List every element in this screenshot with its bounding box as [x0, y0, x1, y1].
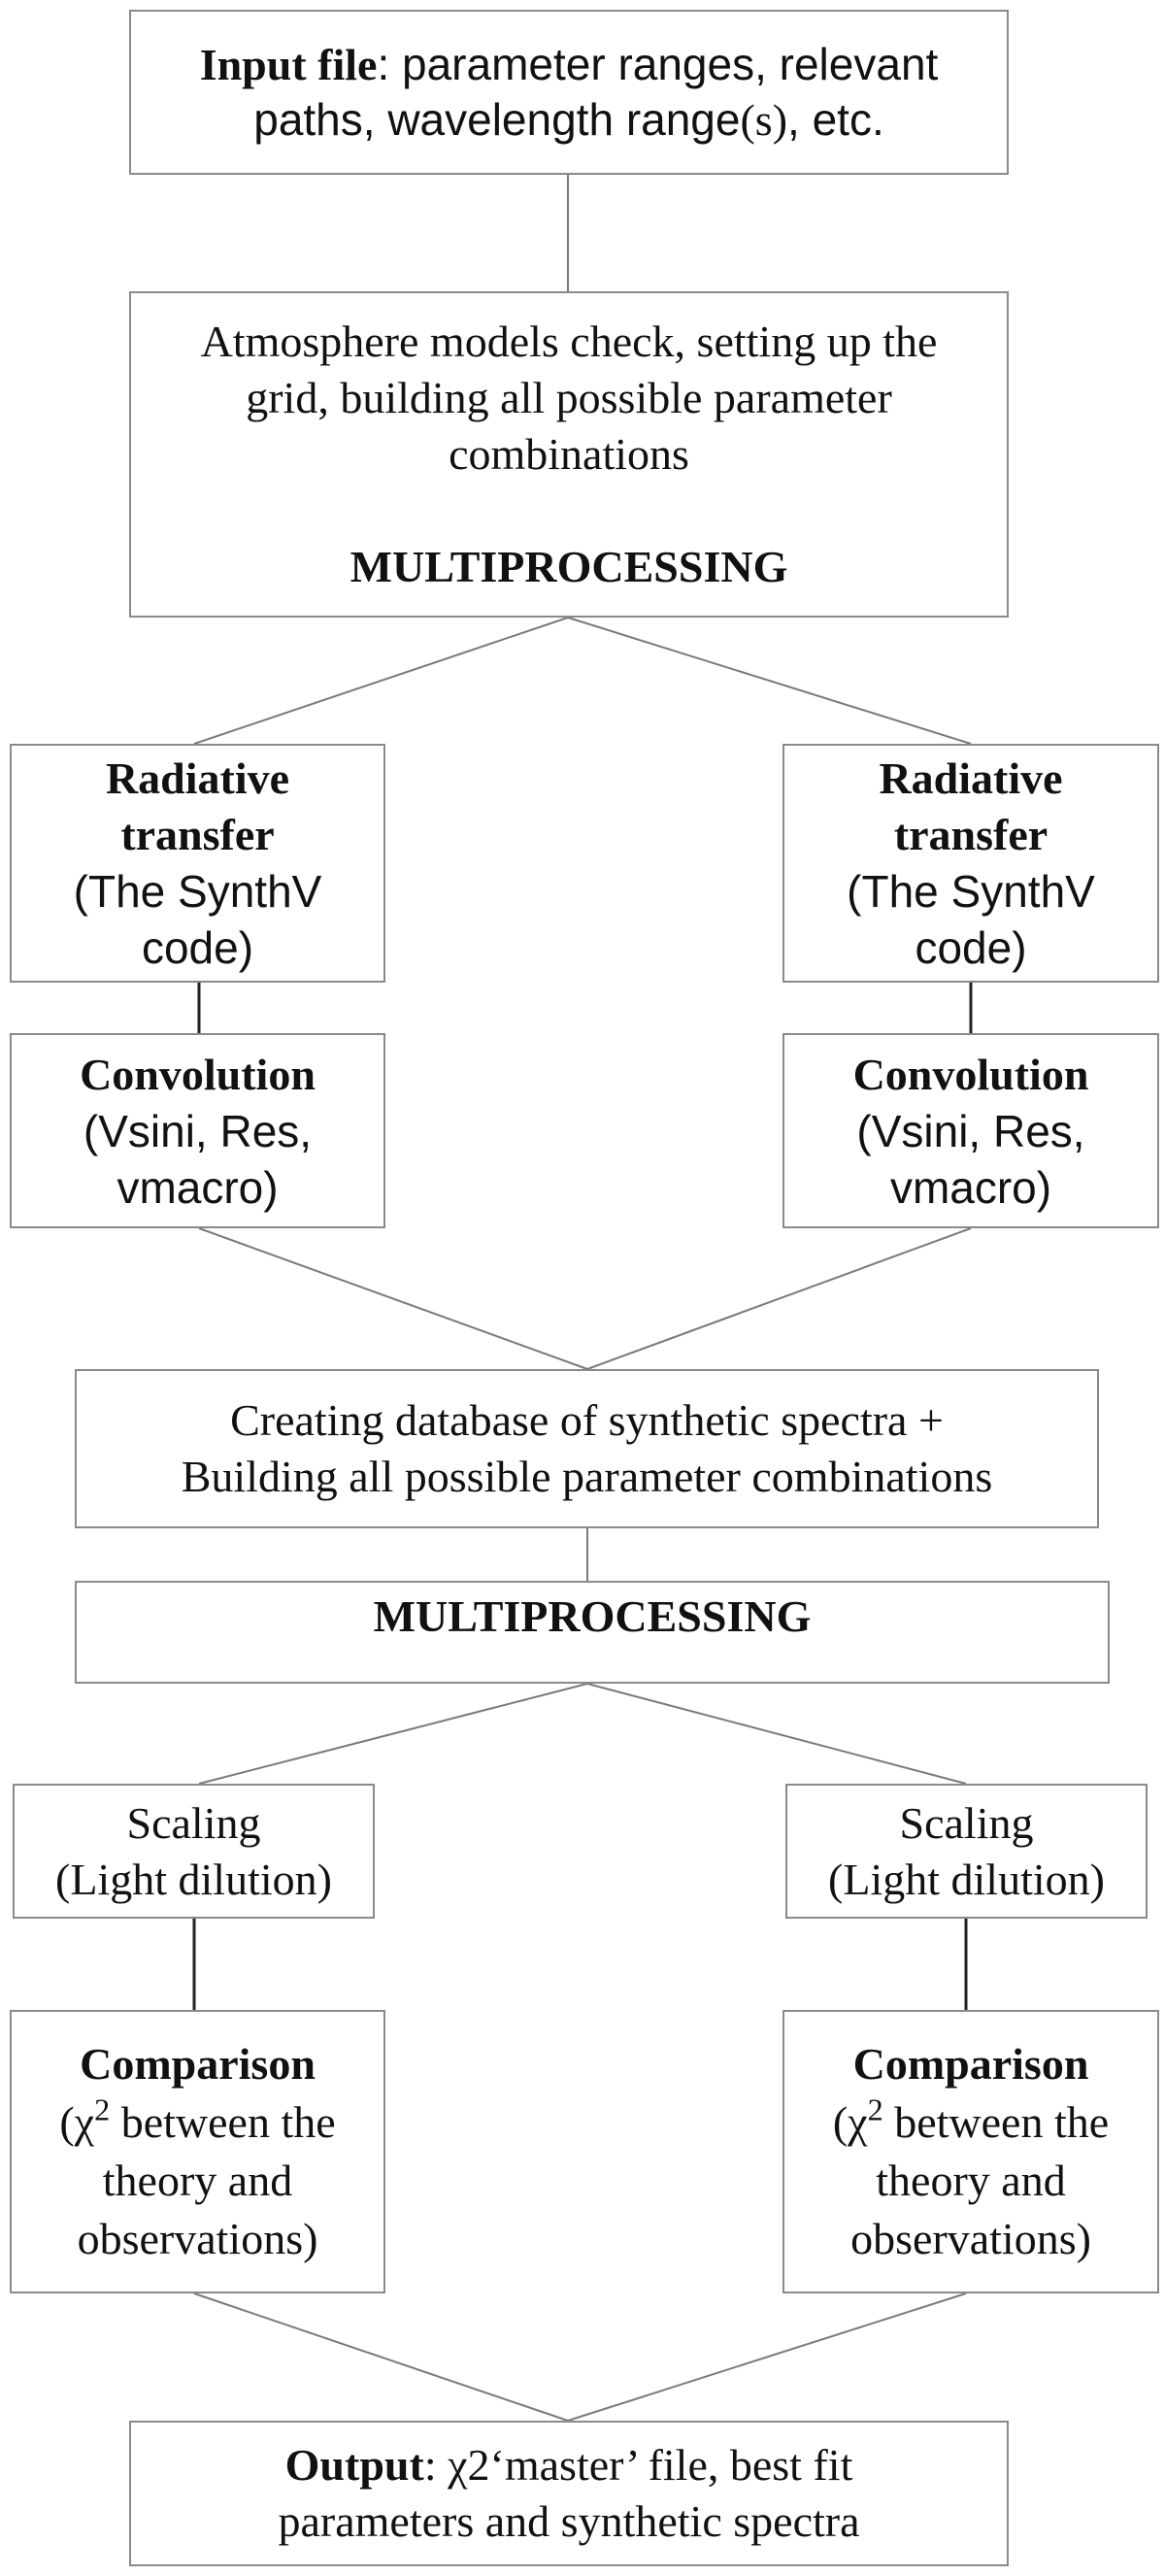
- radiative-transfer-right-node: Radiative transfer (The SynthV code): [782, 744, 1159, 983]
- multiprocessing-node: MULTIPROCESSING: [75, 1581, 1110, 1684]
- convolution-left-node: Convolution (Vsini, Res, vmacro): [10, 1033, 385, 1228]
- comparison-right-node: Comparison (χ2 between the theory and ob…: [782, 2010, 1159, 2293]
- edge-atmosphere-rt-left: [193, 617, 569, 745]
- edge-conv-left-database: [198, 1227, 588, 1370]
- input-file-node: Input file: parameter ranges, relevant p…: [129, 10, 1009, 175]
- edge-atmosphere-rt-right: [567, 617, 972, 745]
- multiprocessing-label-top: MULTIPROCESSING: [350, 542, 788, 591]
- edge-conv-right-database: [586, 1227, 972, 1370]
- scaling-right-node: Scaling (Light dilution): [785, 1784, 1148, 1919]
- output-title: Output: [284, 2440, 424, 2490]
- radiative-transfer-left-node: Radiative transfer (The SynthV code): [10, 744, 385, 983]
- comparison-left-node: Comparison (χ2 between the theory and ob…: [10, 2010, 385, 2293]
- edge-multiprocessing-scale-right: [586, 1683, 967, 1785]
- convolution-right-node: Convolution (Vsini, Res, vmacro): [782, 1033, 1159, 1228]
- edge-multiprocessing-scale-left: [198, 1683, 588, 1785]
- atmosphere-check-node: Atmosphere models check, setting up the …: [129, 291, 1009, 618]
- scaling-left-node: Scaling (Light dilution): [13, 1784, 375, 1919]
- input-file-title: Input file: [199, 40, 378, 89]
- edge-cmp-right-output: [567, 2292, 967, 2422]
- output-node: Output: χ2‘master’ file, best fit parame…: [129, 2421, 1009, 2566]
- database-node: Creating database of synthetic spectra +…: [75, 1369, 1099, 1528]
- edge-cmp-left-output: [193, 2292, 569, 2422]
